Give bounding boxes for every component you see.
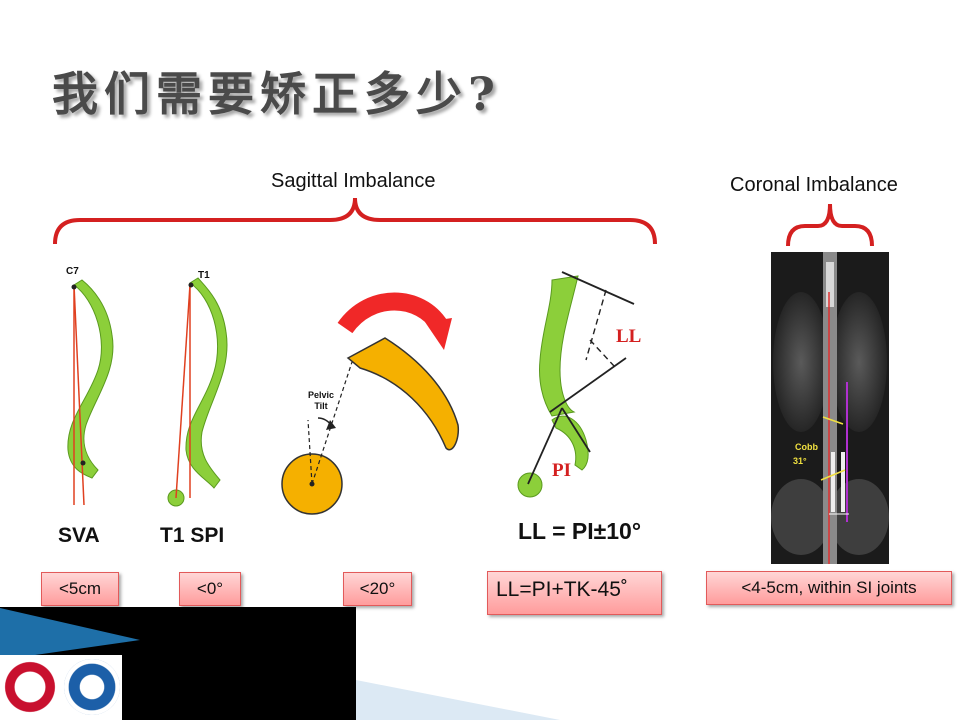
slide-title: 我们需要矫正多少? — [52, 67, 501, 121]
coronal-heading: Coronal Imbalance — [730, 174, 898, 196]
t1spi-threshold-box: <0° — [179, 572, 241, 606]
pelvic-tilt-label: Pelvic Tilt — [307, 390, 335, 411]
coronal-threshold-box: <4-5cm, within SI joints — [706, 571, 952, 605]
xray-drawing — [771, 252, 889, 564]
sva-threshold-box: <5cm — [41, 572, 119, 606]
t1-label: T1 — [198, 270, 210, 281]
sagittal-bracket — [53, 197, 657, 245]
pi-label: PI — [552, 460, 571, 481]
coronal-bracket — [786, 203, 874, 247]
sva-spine-figure — [67, 279, 114, 506]
t1spi-label: T1 SPI — [160, 524, 225, 547]
c7-label: C7 — [66, 266, 79, 277]
cobb-angle-label: 31° — [793, 456, 807, 466]
sva-label: SVA — [58, 524, 100, 547]
t1spi-spine-figure — [167, 277, 228, 507]
rotation-arrow — [337, 292, 448, 334]
ll-pi-formula: LL = PI±10° — [518, 518, 642, 544]
ll-formula-box: LL=PI+TK-45˚ — [487, 571, 662, 615]
cobb-label: Cobb — [795, 442, 818, 452]
hospital-seal-logo — [64, 659, 120, 715]
sagittal-heading: Sagittal Imbalance — [271, 170, 436, 192]
spine-xray-image: Cobb 31° — [771, 252, 889, 564]
university-seal-logo — [2, 659, 58, 715]
pelvic-tilt-threshold-box: <20° — [343, 572, 412, 606]
pelvic-tilt-figure — [281, 292, 460, 515]
ll-pi-figure — [517, 271, 635, 498]
ll-label: LL — [616, 326, 642, 347]
